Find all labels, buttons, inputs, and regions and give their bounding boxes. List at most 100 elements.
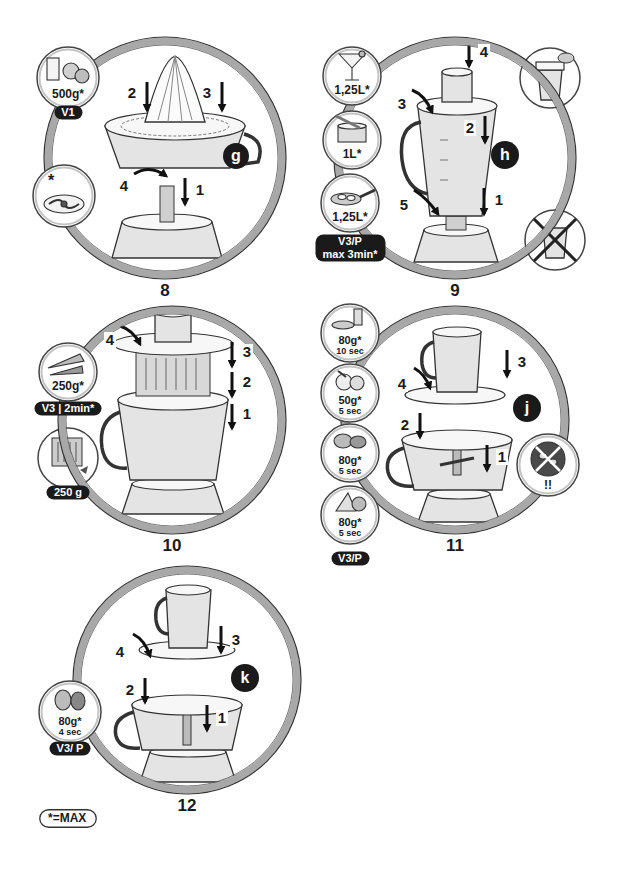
chopper	[387, 327, 512, 522]
callout-anchor: 1	[194, 182, 206, 198]
chopper-part	[486, 445, 489, 470]
outline-part	[44, 37, 286, 279]
quantity-text: !!	[544, 478, 552, 492]
outline-part	[326, 50, 379, 103]
callout-anchor: 3	[396, 96, 408, 112]
speed-text: 250 g	[53, 486, 83, 499]
pictogram-part	[71, 692, 85, 710]
callout-anchor: 2	[399, 417, 411, 433]
citrus-press-part	[134, 169, 166, 176]
callout-anchor: 3	[230, 632, 242, 648]
blender-part	[418, 108, 496, 216]
blender-part	[446, 216, 466, 230]
chopper-part	[414, 368, 430, 388]
callout-anchor: 1	[496, 449, 508, 465]
pictogram-part	[345, 68, 359, 80]
outline-part	[321, 304, 379, 362]
step-number: 12	[72, 796, 302, 816]
callout-anchor: 2	[241, 374, 253, 390]
callout-anchor: 1	[241, 406, 253, 422]
outline-part	[323, 111, 381, 169]
outline-part	[62, 310, 282, 530]
outline-part	[47, 485, 90, 499]
mini-chopper	[115, 585, 242, 782]
quantity-text: 80g*	[338, 516, 361, 528]
grater	[38, 307, 233, 514]
pictogram-part	[350, 436, 366, 448]
callout-number: 4	[396, 376, 408, 392]
quantity-inset: 1,25L*	[322, 46, 382, 106]
quantity-inset: 1,25L*	[320, 173, 380, 233]
outline-part	[73, 566, 301, 794]
callout-number: 1	[241, 406, 253, 422]
outline-part	[491, 141, 519, 169]
speed-pill: V1	[54, 105, 83, 120]
quantity-inset: 500g*	[36, 46, 100, 110]
pictogram	[48, 354, 84, 375]
outline-part	[349, 314, 561, 526]
callout-number: 4	[114, 644, 126, 660]
grater-part	[146, 358, 196, 390]
outline-part	[40, 50, 97, 107]
speed-text: V3/P	[322, 235, 379, 248]
mini-chopper-part	[166, 585, 210, 595]
callout-number: 2	[126, 85, 138, 101]
letter-badge: j	[513, 394, 541, 422]
mini-chopper-part	[115, 712, 140, 748]
pictogram-part	[332, 321, 354, 329]
step-number: 10	[57, 536, 287, 556]
callout-number: 3	[241, 344, 253, 360]
step-panel: 8500g*V1*g	[43, 36, 287, 280]
quantity-text: 80g*	[58, 715, 81, 727]
pictogram	[47, 58, 89, 83]
pictogram-part	[50, 366, 83, 375]
outline-part	[315, 235, 385, 262]
callout-number: 4	[478, 44, 490, 60]
quantity-inset: 80g*5 sec	[320, 485, 380, 545]
pictogram-part	[47, 58, 59, 80]
callout-anchor: 4	[396, 376, 408, 392]
grater-part	[118, 400, 228, 480]
mini-chopper-part	[133, 634, 150, 656]
blender-part	[536, 62, 564, 70]
quantity-inset: 250g*	[38, 342, 98, 402]
pictogram	[332, 309, 362, 329]
speed-pill: 250 g	[46, 485, 90, 500]
outline-part	[42, 684, 99, 741]
letter-badge: g	[223, 143, 249, 169]
quantity-inset: !!	[516, 433, 580, 497]
callout-number: 1	[496, 449, 508, 465]
pictogram-part	[331, 193, 361, 205]
pictogram-part	[359, 51, 365, 57]
pictogram-part	[75, 69, 89, 83]
outline-part	[81, 574, 293, 786]
chopper-part	[419, 413, 422, 437]
speed-text: max 3min*	[322, 248, 379, 261]
quantity-inset: 1L*	[322, 110, 382, 170]
quantity-inset-outline	[322, 46, 382, 106]
pictogram-part	[347, 196, 355, 201]
blender-part	[483, 188, 486, 214]
citrus-press-part	[160, 186, 174, 222]
mini-chopper-part	[206, 705, 209, 730]
pictogram-part	[531, 442, 565, 476]
pictogram-part	[338, 371, 346, 377]
outline-part	[54, 105, 82, 119]
callout-anchor: 4	[118, 178, 130, 194]
outline-part	[48, 41, 282, 275]
quantity-inset-outline	[322, 110, 382, 170]
blender-part	[440, 140, 448, 180]
quantity-text: 10 sec	[336, 346, 364, 357]
grater-part	[120, 326, 140, 344]
outline-part	[321, 424, 379, 482]
outline-part	[50, 741, 91, 755]
pictogram-part	[336, 116, 360, 128]
badge-letter: h	[500, 147, 510, 163]
outline-part	[324, 427, 377, 480]
quantity-text: 5 sec	[339, 406, 362, 417]
callout-anchor: 4	[478, 44, 490, 60]
outline-part	[321, 174, 379, 232]
outline-part	[323, 47, 381, 105]
callout-anchor: 4	[104, 332, 116, 348]
